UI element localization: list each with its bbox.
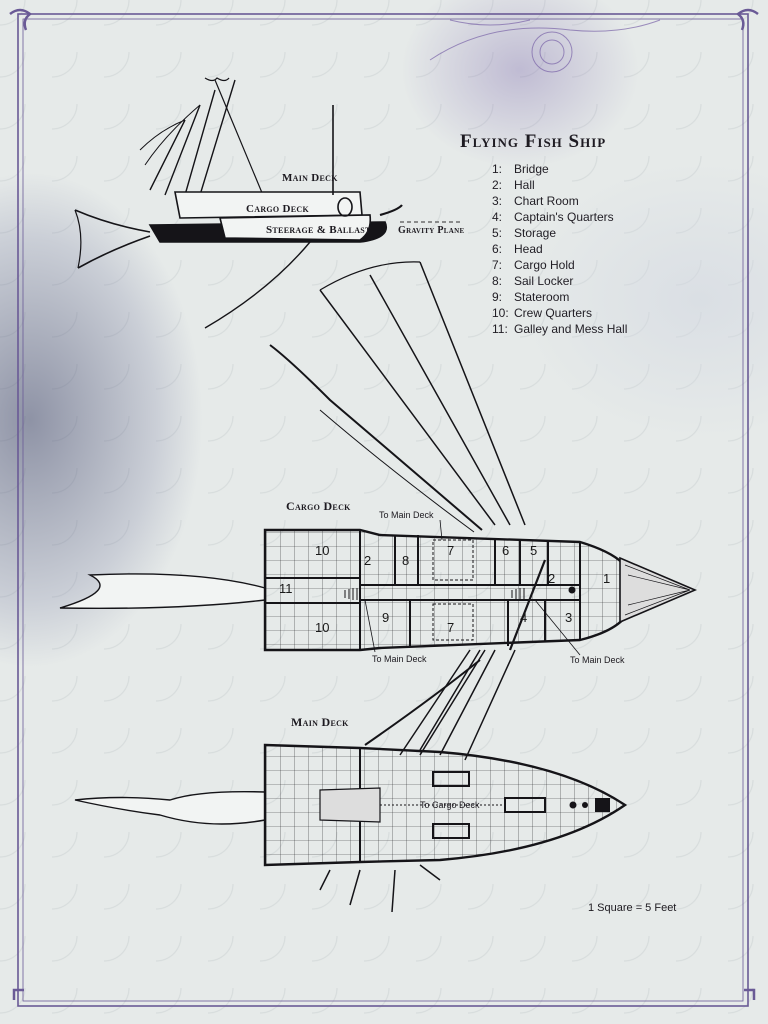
room-number: 11 (279, 581, 293, 596)
room-number: 4 (520, 610, 528, 625)
room-number: 3 (565, 610, 573, 625)
room-number: 10 (315, 543, 330, 558)
legend-item: 8:Sail Locker (492, 274, 574, 288)
to-cargo-deck-label: To Cargo Deck (420, 800, 480, 810)
to-main-deck-right-label: To Main Deck (570, 655, 625, 665)
main-deck-plan (74, 649, 628, 913)
side-steerage-label: Steerage & Ballast (266, 224, 371, 236)
side-cargo-deck-label: Cargo Deck (246, 203, 309, 215)
legend-item: 10:Crew Quarters (492, 306, 593, 320)
cargo-deck-plan (59, 261, 698, 761)
to-main-deck-top-label: To Main Deck (379, 510, 434, 520)
room-number: 9 (382, 610, 390, 625)
legend-item: 7:Cargo Hold (492, 258, 575, 272)
legend-item: 11:Galley and Mess Hall (492, 322, 628, 336)
room-number: 8 (402, 553, 410, 568)
main-deck-heading: Main Deck (291, 715, 349, 729)
legend-item: 2:Hall (492, 178, 535, 192)
room-number: 7 (447, 543, 455, 558)
side-main-deck-label: Main Deck (282, 172, 338, 184)
room-number: 10 (315, 620, 330, 635)
legend-item: 3:Chart Room (492, 194, 579, 208)
legend-item: 5:Storage (492, 226, 557, 240)
room-number: 1 (603, 571, 611, 586)
room-legend: 1:Bridge 2:Hall 3:Chart Room 4:Captain's… (492, 161, 712, 337)
room-number: 7 (447, 620, 455, 635)
scale-label: 1 Square = 5 Feet (588, 902, 677, 914)
legend-item: 6:Head (492, 242, 543, 256)
legend-item: 4:Captain's Quarters (492, 210, 614, 224)
legend-item: 1:Bridge (492, 162, 549, 176)
room-number: 2 (548, 571, 556, 586)
to-main-deck-left-label: To Main Deck (372, 654, 427, 664)
page-border (9, 8, 759, 1007)
gravity-plane-label: Gravity Plane (398, 225, 465, 236)
room-number: 2 (364, 553, 372, 568)
room-number: 6 (502, 543, 510, 558)
side-view-ship (74, 77, 460, 329)
legend-item: 9:Stateroom (492, 290, 570, 304)
flourish-decoration (429, 19, 661, 73)
map-title: Flying Fish Ship (460, 131, 607, 152)
cargo-deck-heading: Cargo Deck (286, 499, 351, 513)
room-number: 5 (530, 543, 538, 558)
